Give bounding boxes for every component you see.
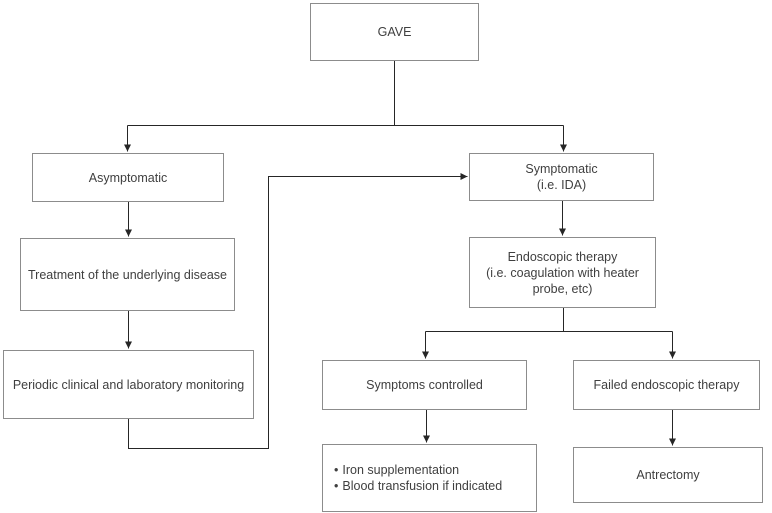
node-symptoms-controlled-label: Symptoms controlled [366,378,483,392]
node-monitoring-label: Periodic clinical and laboratory monitor… [12,377,245,392]
node-endoscopic-line1: Endoscopic therapy [507,249,618,264]
bullet-item-transfusion: • Blood transfusion if indicated [334,478,502,494]
node-antrectomy: Antrectomy [573,447,763,503]
node-failed-endoscopic-therapy: Failed endoscopic therapy [573,360,760,410]
node-treatment-underlying-disease: Treatment of the underlying disease [20,238,235,311]
node-asymptomatic: Asymptomatic [32,153,224,202]
node-asymptomatic-label: Asymptomatic [88,170,168,185]
bullet-item-transfusion-label: Blood transfusion if indicated [342,479,503,493]
node-treatment-label: Treatment of the underlying disease [28,267,227,282]
node-supportive-care: • Iron supplementation • Blood transfusi… [322,444,537,512]
node-symptomatic-line2: (i.e. IDA) [536,178,587,192]
node-symptomatic: Symptomatic (i.e. IDA) [469,153,654,201]
node-endoscopic-line2: (i.e. coagulation with heater [486,265,639,280]
bullet-icon: • [334,479,339,493]
bullet-icon: • [334,463,339,477]
node-endoscopic-line3: probe, etc) [532,281,593,296]
node-gave-label: GAVE [377,25,412,39]
bullet-item-iron-label: Iron supplementation [342,463,460,477]
node-symptoms-controlled: Symptoms controlled [322,360,527,410]
node-periodic-monitoring: Periodic clinical and laboratory monitor… [3,350,254,419]
node-failed-label: Failed endoscopic therapy [593,378,740,392]
node-antrectomy-label: Antrectomy [636,468,700,482]
bullet-item-iron: • Iron supplementation [334,462,459,478]
node-endoscopic-therapy: Endoscopic therapy (i.e. coagulation wit… [469,237,656,308]
node-symptomatic-line1: Symptomatic [525,162,598,176]
node-gave: GAVE [310,3,479,61]
